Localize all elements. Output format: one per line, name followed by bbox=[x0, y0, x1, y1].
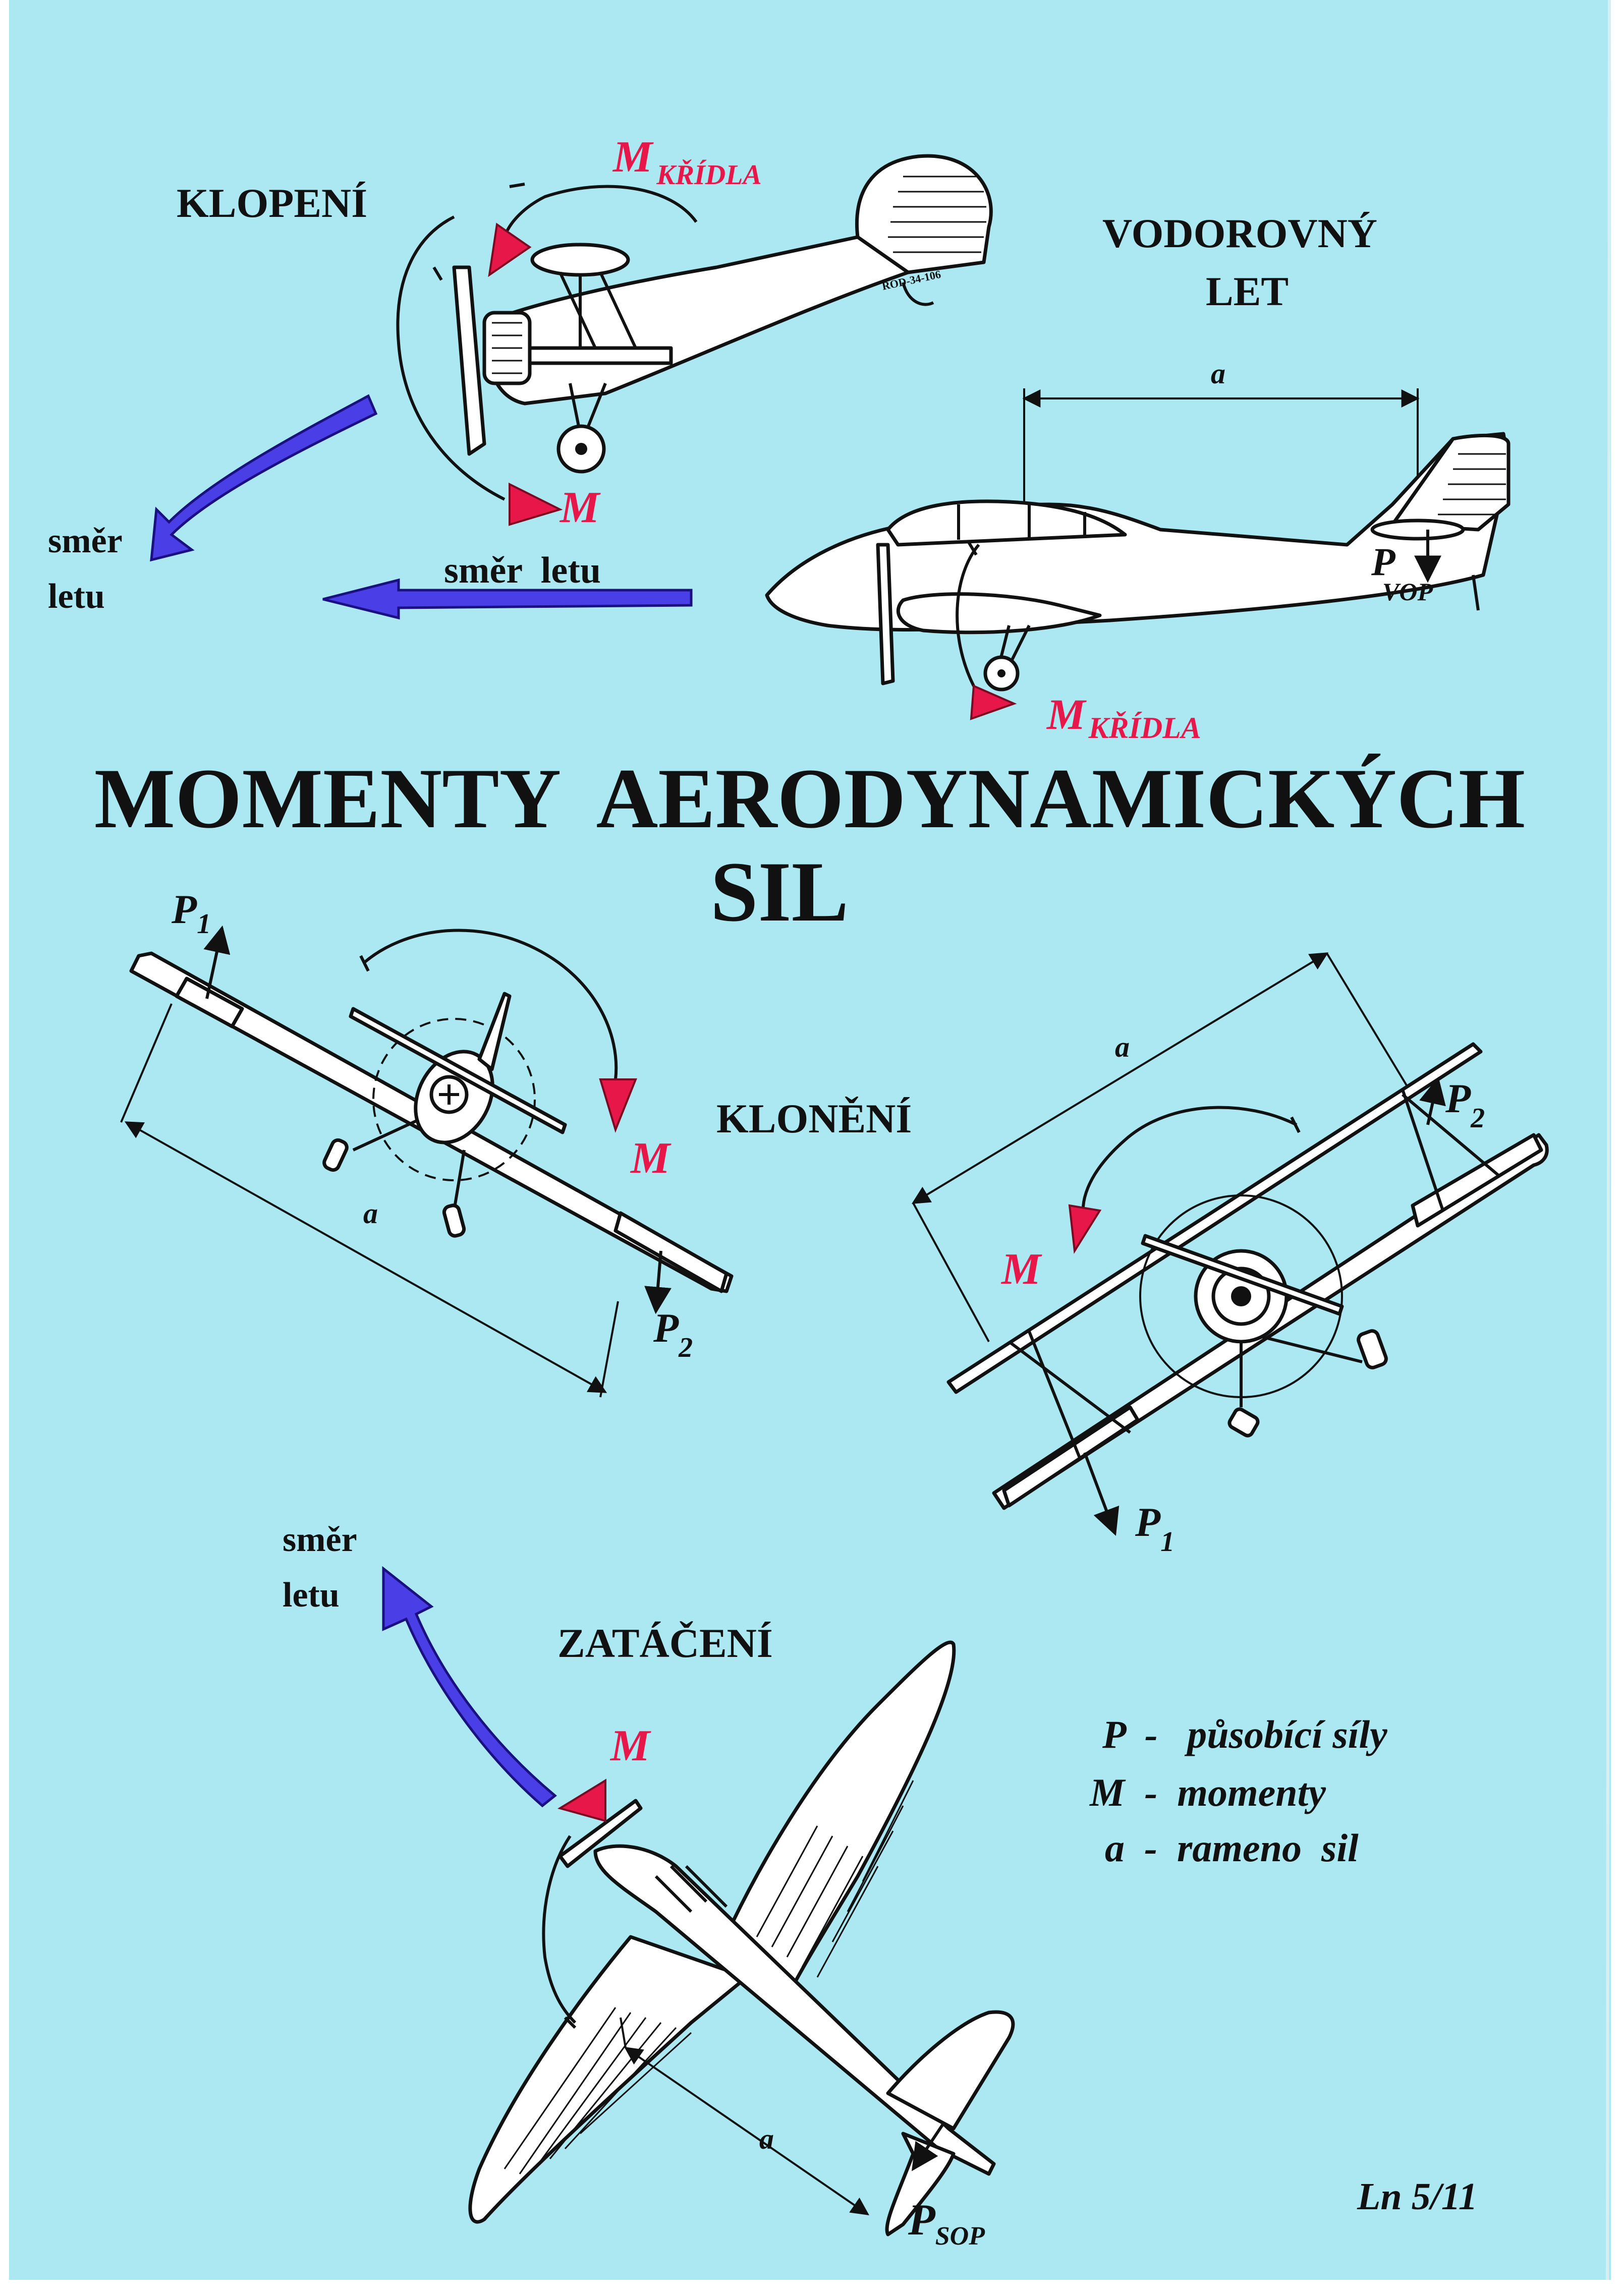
klopeni-direction-arrow-straight bbox=[322, 578, 693, 620]
zataceni-direction-label-a: směr bbox=[283, 1520, 357, 1559]
klopeni-moment-arrowhead bbox=[509, 482, 563, 526]
vodorovny-force-label: P bbox=[1371, 540, 1396, 584]
klopeni-wing-moment-arc bbox=[503, 185, 698, 238]
klopeni-direction-label-1b: letu bbox=[48, 577, 105, 616]
zataceni-moment-label: M bbox=[609, 1721, 651, 1770]
poster-right-edge bbox=[1606, 0, 1611, 2280]
kloneni-left-section: a P1 P2 M bbox=[120, 886, 734, 1398]
zataceni-moment-arrowhead bbox=[557, 1778, 606, 1822]
zataceni-force-label: PSOP bbox=[908, 2196, 985, 2251]
zataceni-arm-label: a bbox=[759, 2122, 774, 2155]
vodorovny-wing-moment-arrowhead bbox=[970, 684, 1017, 720]
kloneni-heading: KLONĚNÍ bbox=[716, 1096, 912, 1141]
kloneni-right-p1-label: P1 bbox=[1135, 1499, 1174, 1558]
kloneni-right-p2-label: P2 bbox=[1445, 1075, 1485, 1134]
legend-line1: P - působící síly bbox=[1102, 1712, 1387, 1756]
klopeni-moment-arc bbox=[396, 215, 506, 501]
legend-line3: a - rameno sil bbox=[1105, 1826, 1359, 1870]
legend: P - působící síly M - momenty a - rameno… bbox=[1089, 1712, 1387, 1870]
klopeni-moment-label: M bbox=[559, 483, 601, 532]
biplane-side-illustration: ROD-34-106 bbox=[452, 154, 993, 474]
kloneni-left-moment-arrowhead bbox=[599, 1078, 637, 1133]
zataceni-arm-dimension bbox=[624, 2046, 869, 2216]
klopeni-direction-label-1a: směr bbox=[48, 522, 123, 560]
zataceni-moment-arc bbox=[542, 1835, 577, 2024]
zataceni-section: ZATÁČENÍ směr letu M a bbox=[283, 1520, 1015, 2251]
vodorovny-force-sub: VOP bbox=[1382, 578, 1433, 606]
kloneni-left-arm-dimension bbox=[124, 1121, 607, 1393]
kloneni-right-section: a P2 P1 M bbox=[911, 952, 1549, 1558]
title-line1: MOMENTY AERODYNAMICKÝCH bbox=[94, 751, 1525, 846]
kloneni-right-arm-label: a bbox=[1115, 1030, 1130, 1063]
vodorovny-heading-line1: VODOROVNÝ bbox=[1102, 210, 1377, 256]
klopeni-wing-moment-tick bbox=[509, 183, 525, 188]
klopeni-heading: KLOPENÍ bbox=[177, 180, 367, 226]
vodorovny-heading-line2: LET bbox=[1206, 268, 1289, 314]
kloneni-left-p2-arrow bbox=[644, 1250, 672, 1314]
klopeni-direction-label-2: směr letu bbox=[444, 550, 601, 591]
title-line2: SIL bbox=[710, 844, 849, 939]
kloneni-right-moment-arc bbox=[1081, 1106, 1298, 1221]
zataceni-heading: ZATÁČENÍ bbox=[557, 1620, 773, 1666]
vodorovny-section: VODOROVNÝ LET a bbox=[765, 210, 1511, 744]
klopeni-section: KLOPENÍ ROD-34-106 bbox=[48, 133, 993, 620]
legend-line2: M - momenty bbox=[1089, 1770, 1326, 1814]
kloneni-left-p2-label: P2 bbox=[653, 1305, 693, 1363]
vodorovny-arm-label: a bbox=[1211, 357, 1225, 390]
monoplane-top-illustration bbox=[468, 1640, 1015, 2236]
page-code: Ln 5/11 bbox=[1357, 2175, 1478, 2218]
vodorovny-wing-moment-arc bbox=[956, 544, 980, 687]
zataceni-force-arrow bbox=[912, 2122, 945, 2171]
kloneni-right-arm-dimension bbox=[911, 952, 1329, 1204]
klopeni-direction-arrow-curved bbox=[150, 394, 378, 562]
zataceni-direction-arrow bbox=[382, 1566, 557, 1808]
kloneni-right-p2-arrow bbox=[1419, 1076, 1446, 1125]
kloneni-left-moment-arc bbox=[362, 929, 618, 1080]
kloneni-left-p1-label: P1 bbox=[171, 886, 211, 940]
kloneni-right-moment-label: M bbox=[1000, 1245, 1042, 1294]
kloneni-left-p1-arrow bbox=[203, 925, 231, 999]
monoplane-side-illustration bbox=[765, 432, 1511, 692]
klopeni-wing-moment-arrowhead bbox=[488, 222, 532, 277]
kloneni-left-arm-label: a bbox=[363, 1197, 378, 1230]
klopeni-moment-tick bbox=[432, 266, 443, 281]
zataceni-direction-label-b: letu bbox=[283, 1576, 340, 1615]
kloneni-left-moment-label: M bbox=[630, 1134, 672, 1183]
kloneni-right-moment-arrowhead bbox=[1068, 1204, 1102, 1254]
kloneni-right-p1-arrow bbox=[1083, 1452, 1120, 1536]
